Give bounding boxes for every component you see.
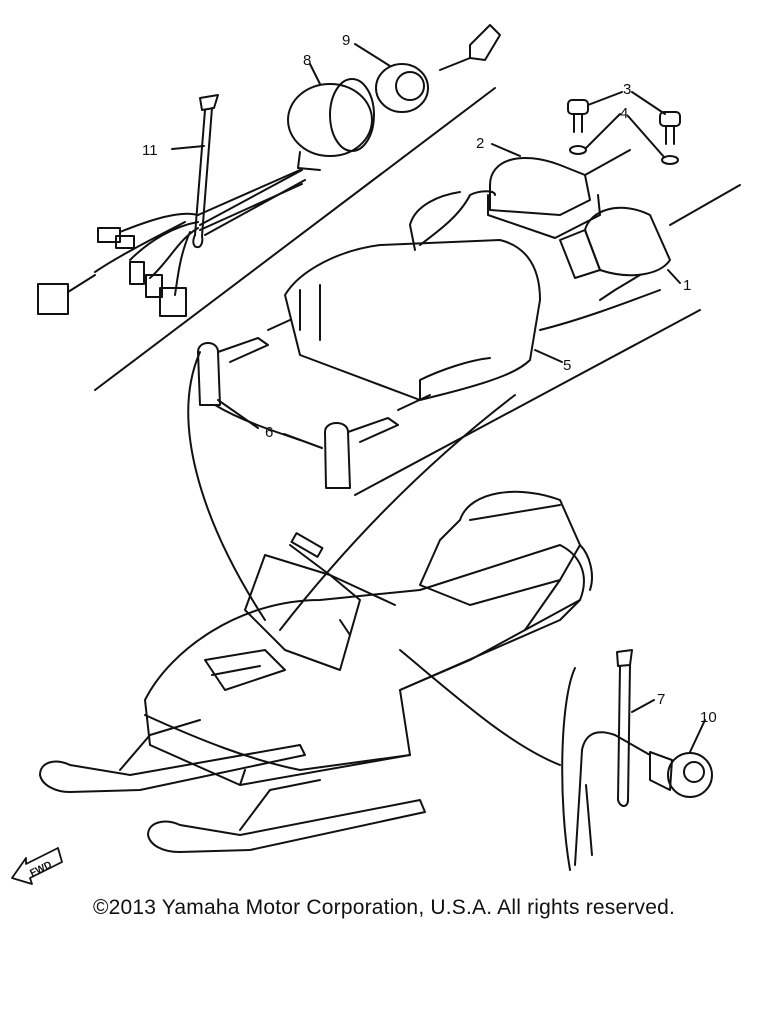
callout-1: 1 xyxy=(683,277,691,294)
leader-3a xyxy=(587,91,623,106)
copyright-notice: ©2013 Yamaha Motor Corporation, U.S.A. A… xyxy=(92,896,676,919)
part-2-ignition-coil xyxy=(487,149,631,239)
parts-diagram: 1 2 3 4 5 6 7 8 9 10 11 FWD xyxy=(11,24,741,885)
part-1-cdi-unit xyxy=(559,184,741,301)
leader-10 xyxy=(689,719,706,753)
part-9-bezel-key xyxy=(375,24,501,113)
leader-3b xyxy=(631,91,666,115)
part-6-plug-caps xyxy=(197,319,431,489)
leader-6b xyxy=(283,433,323,449)
callout-6: 6 xyxy=(265,424,273,441)
routing-wire-horn xyxy=(399,649,561,766)
part-3-bolts xyxy=(567,99,681,145)
front-direction-arrow: FWD xyxy=(11,847,63,885)
part-5-cable-box xyxy=(284,190,661,401)
callout-3: 3 xyxy=(623,81,631,98)
part-7-strap xyxy=(616,649,633,807)
callout-10: 10 xyxy=(700,709,717,726)
part-4-washers xyxy=(569,145,679,165)
ski-right xyxy=(147,779,426,853)
section-divider-bottom xyxy=(561,667,576,871)
leader-11 xyxy=(171,145,205,150)
routing-wire-cdi xyxy=(279,394,516,631)
part-10-horn xyxy=(574,731,713,866)
callout-7: 7 xyxy=(657,691,665,708)
callout-9: 9 xyxy=(342,32,350,49)
part-11-wire-harness xyxy=(37,94,303,317)
leader-5 xyxy=(534,349,563,363)
leader-6a xyxy=(217,399,259,429)
callout-5: 5 xyxy=(563,357,571,374)
leader-7 xyxy=(631,699,655,713)
leader-2 xyxy=(491,143,521,157)
callout-4: 4 xyxy=(620,105,628,122)
part-8-meter-housing xyxy=(199,78,375,236)
snowmobile xyxy=(144,490,593,786)
routing-wire-harness xyxy=(187,351,266,621)
leader-4a xyxy=(585,113,621,149)
ski-left xyxy=(39,719,306,793)
callout-2: 2 xyxy=(476,135,484,152)
leader-4b xyxy=(627,115,665,158)
section-divider-top xyxy=(94,87,496,391)
callout-8: 8 xyxy=(303,52,311,69)
callout-11: 11 xyxy=(142,142,158,159)
section-divider-middle xyxy=(354,309,701,496)
leader-8 xyxy=(309,63,321,85)
leader-1 xyxy=(667,269,681,284)
front-arrow-label: FWD xyxy=(28,859,53,879)
leader-9 xyxy=(354,43,391,67)
